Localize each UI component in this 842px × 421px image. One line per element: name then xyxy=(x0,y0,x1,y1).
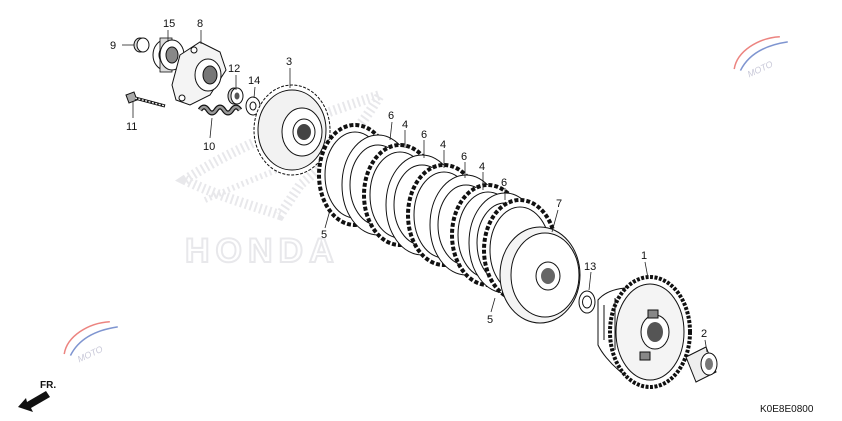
moto-watermark-bottom-text: MOTO xyxy=(76,344,105,364)
callout-12: 12 xyxy=(228,63,240,75)
callout-6-fourth: 6 xyxy=(501,177,507,189)
callout-5-top: 5 xyxy=(321,229,327,241)
moto-watermark-bottom: MOTO xyxy=(63,321,118,364)
part-2-bushing xyxy=(685,346,718,383)
callout-6-first: 6 xyxy=(388,110,394,122)
callout-15: 15 xyxy=(163,18,175,30)
leader-lines xyxy=(122,30,708,353)
part-3-pressure-plate xyxy=(253,84,331,176)
callout-1: 1 xyxy=(641,250,647,262)
callout-4-third: 4 xyxy=(479,161,485,173)
part-10-spring xyxy=(197,104,243,116)
front-direction-label: FR. xyxy=(40,380,56,391)
callout-8: 8 xyxy=(197,18,203,30)
part-13-washer xyxy=(578,290,596,314)
callout-9: 9 xyxy=(110,40,116,52)
drawing-code: K0E8E0800 xyxy=(760,404,814,415)
moto-watermark-top: MOTO xyxy=(733,36,788,79)
callout-4-second: 4 xyxy=(440,139,446,151)
moto-watermark-top-text: MOTO xyxy=(746,59,775,79)
part-15-bearing xyxy=(152,37,185,73)
callouts: 15 8 9 12 14 3 11 10 5 6 4 6 4 6 4 6 7 1… xyxy=(110,18,707,340)
callout-13: 13 xyxy=(584,261,596,273)
part-7-clutch-center xyxy=(499,226,581,324)
front-direction-indicator: FR. xyxy=(18,380,56,412)
callout-11: 11 xyxy=(126,121,137,133)
callout-5-bottom: 5 xyxy=(487,314,493,326)
callout-10: 10 xyxy=(203,141,215,153)
callout-3: 3 xyxy=(286,56,292,68)
callout-14: 14 xyxy=(248,75,260,87)
front-arrow-icon xyxy=(18,391,50,412)
part-1-clutch-outer xyxy=(597,275,692,389)
callout-7: 7 xyxy=(556,198,562,210)
part-12-nut xyxy=(227,87,244,105)
callout-4-first: 4 xyxy=(402,119,408,131)
part-9-cap xyxy=(133,37,150,53)
part-11-bolt xyxy=(125,91,166,108)
part-8-lifter-plate xyxy=(171,41,227,106)
callout-6-third: 6 xyxy=(461,151,467,163)
callout-2: 2 xyxy=(701,328,707,340)
honda-watermark-text: HONDA xyxy=(185,232,340,270)
callout-6-second: 6 xyxy=(421,129,427,141)
